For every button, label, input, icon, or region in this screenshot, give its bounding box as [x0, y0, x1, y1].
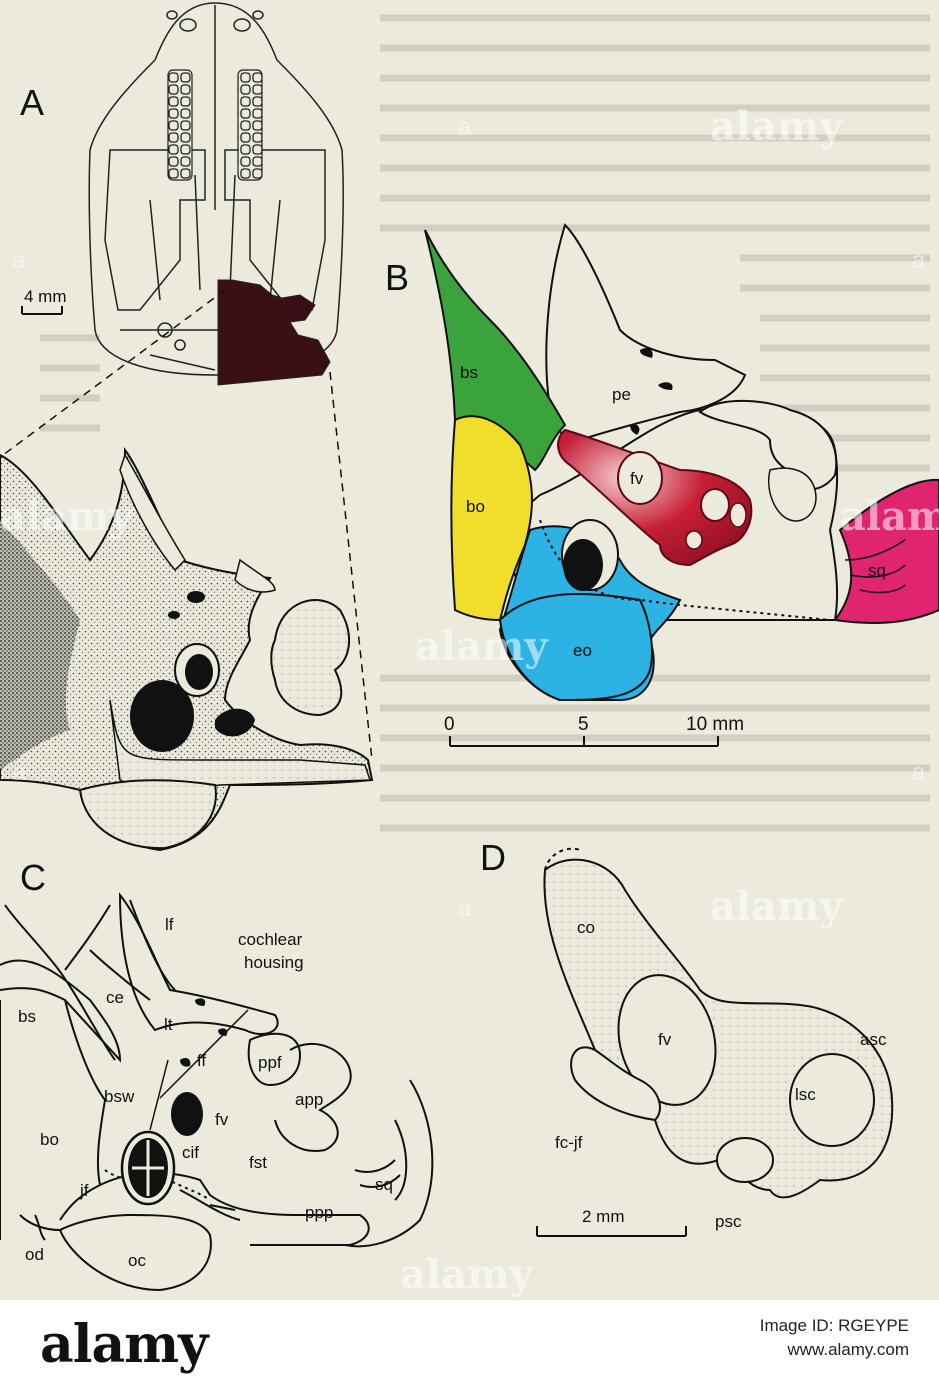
scale-bar-d: 2 mm	[536, 1207, 687, 1237]
label-c-ce: ce	[106, 988, 124, 1007]
d-lsc-loop	[789, 1053, 875, 1147]
footer-bar: alamy Image ID: RGEYPE www.alamy.com	[0, 1300, 939, 1390]
figure-plate: A 4 mm	[0, 2, 939, 1298]
label-c-housing: housing	[244, 953, 304, 972]
image-id: Image ID: RGEYPE	[759, 1316, 909, 1335]
panel-c-letter: C	[20, 857, 46, 898]
panel-b: B bs pe bo fv sq eo 0 5	[385, 223, 939, 747]
label-c-app: app	[295, 1090, 323, 1109]
label-c-oc: oc	[128, 1251, 146, 1270]
panel-c: C lf co	[0, 857, 434, 1292]
site-url[interactable]: www.alamy.com	[787, 1340, 909, 1359]
watermark-a-2: a	[458, 114, 472, 141]
tooth-row-left	[167, 69, 193, 181]
scale-bar-a: 4 mm	[21, 287, 67, 315]
scale-b-tick-0: 0	[444, 714, 455, 735]
watermark-a-6: a	[12, 759, 26, 786]
label-c-sq: sq	[375, 1175, 393, 1194]
scale-label-a: 4 mm	[24, 287, 67, 306]
zoom-line-left	[2, 289, 226, 456]
panel-b-letter: B	[385, 257, 409, 298]
b-foramen-inner	[563, 539, 603, 591]
watermark-5: alamy	[0, 493, 134, 540]
region-bs	[424, 229, 567, 472]
skull-outline	[88, 2, 344, 376]
label-b-fv: fv	[630, 469, 644, 488]
watermark-4: alamy	[400, 1251, 534, 1298]
watermark-2: alamy	[415, 623, 549, 670]
background-text-lines	[40, 14, 930, 832]
region-bo	[450, 415, 533, 622]
label-c-ppf: ppf	[258, 1053, 282, 1072]
watermark-6: alamy	[840, 493, 939, 540]
label-c-lf: lf	[165, 915, 174, 934]
panel-d: D co fv asc lsc fc-jf psc 2 mm	[480, 837, 894, 1237]
highlighted-braincase-region	[217, 279, 331, 386]
label-b-eo: eo	[573, 641, 592, 660]
d-fc-jf	[570, 1046, 661, 1122]
scale-b-tick-10: 10 mm	[686, 714, 744, 735]
watermark-1: alamy	[710, 103, 844, 150]
panel-a-letter: A	[20, 82, 44, 123]
pe-process	[545, 223, 747, 442]
enlarged-braincase-drawing	[0, 446, 374, 852]
region-eo-lobe	[498, 593, 653, 702]
panel-a: A 4 mm	[2, 2, 373, 761]
label-d-asc: asc	[860, 1030, 887, 1049]
label-c-cochlear: cochlear	[238, 930, 303, 949]
d-psc-loop	[716, 1137, 774, 1183]
label-b-bs: bs	[460, 363, 478, 382]
region-sq	[833, 478, 939, 624]
alamy-logo[interactable]: alamy	[40, 1314, 208, 1375]
watermarks: alamy alamy alamy alamy alamy alamy a a …	[0, 103, 939, 1298]
c-outline	[0, 892, 434, 1292]
label-b-bo: bo	[466, 497, 485, 516]
scale-label-d: 2 mm	[582, 1207, 625, 1226]
label-c-lt: lt	[164, 1015, 173, 1034]
label-c-cif: cif	[182, 1143, 199, 1162]
c-fv-fill	[171, 1092, 203, 1136]
pe-lobe	[698, 399, 838, 490]
label-b-sq: sq	[868, 561, 886, 580]
watermark-a-4: a	[912, 759, 926, 786]
watermark-a-5: a	[458, 895, 472, 922]
label-c-bsw: bsw	[104, 1087, 135, 1106]
label-d-co: co	[577, 918, 595, 937]
b-fv-window	[617, 451, 663, 505]
watermark-3: alamy	[710, 883, 844, 930]
label-c-bo: bo	[40, 1130, 59, 1149]
label-c-jf: jf	[79, 1181, 89, 1200]
figure-svg: A 4 mm	[0, 2, 939, 1298]
scale-b-tick-5: 5	[578, 714, 589, 735]
label-c-ppp: ppp	[305, 1203, 333, 1222]
label-d-psc: psc	[715, 1212, 742, 1231]
pe-knob	[768, 467, 817, 522]
watermark-a-1: a	[12, 247, 26, 274]
footer-meta: Image ID: RGEYPE www.alamy.com	[760, 1314, 909, 1362]
zoom-line-right	[329, 371, 373, 761]
label-c-ff: ff	[197, 1051, 206, 1070]
label-b-pe: pe	[612, 385, 631, 404]
label-c-bs: bs	[18, 1007, 36, 1026]
tooth-row-right	[237, 69, 263, 181]
label-d-fc-jf: fc-jf	[555, 1133, 583, 1152]
label-c-fst: fst	[249, 1153, 267, 1172]
watermark-a-3: a	[912, 247, 926, 274]
panel-d-letter: D	[480, 837, 506, 878]
label-c-fc: fc	[153, 1170, 167, 1189]
scale-bar-b: 0 5 10 mm	[444, 714, 744, 747]
d-fv-window	[617, 974, 717, 1106]
label-d-fv: fv	[658, 1030, 672, 1049]
label-d-lsc: lsc	[795, 1085, 816, 1104]
label-c-fv: fv	[215, 1110, 229, 1129]
label-c-od: od	[25, 1245, 44, 1264]
